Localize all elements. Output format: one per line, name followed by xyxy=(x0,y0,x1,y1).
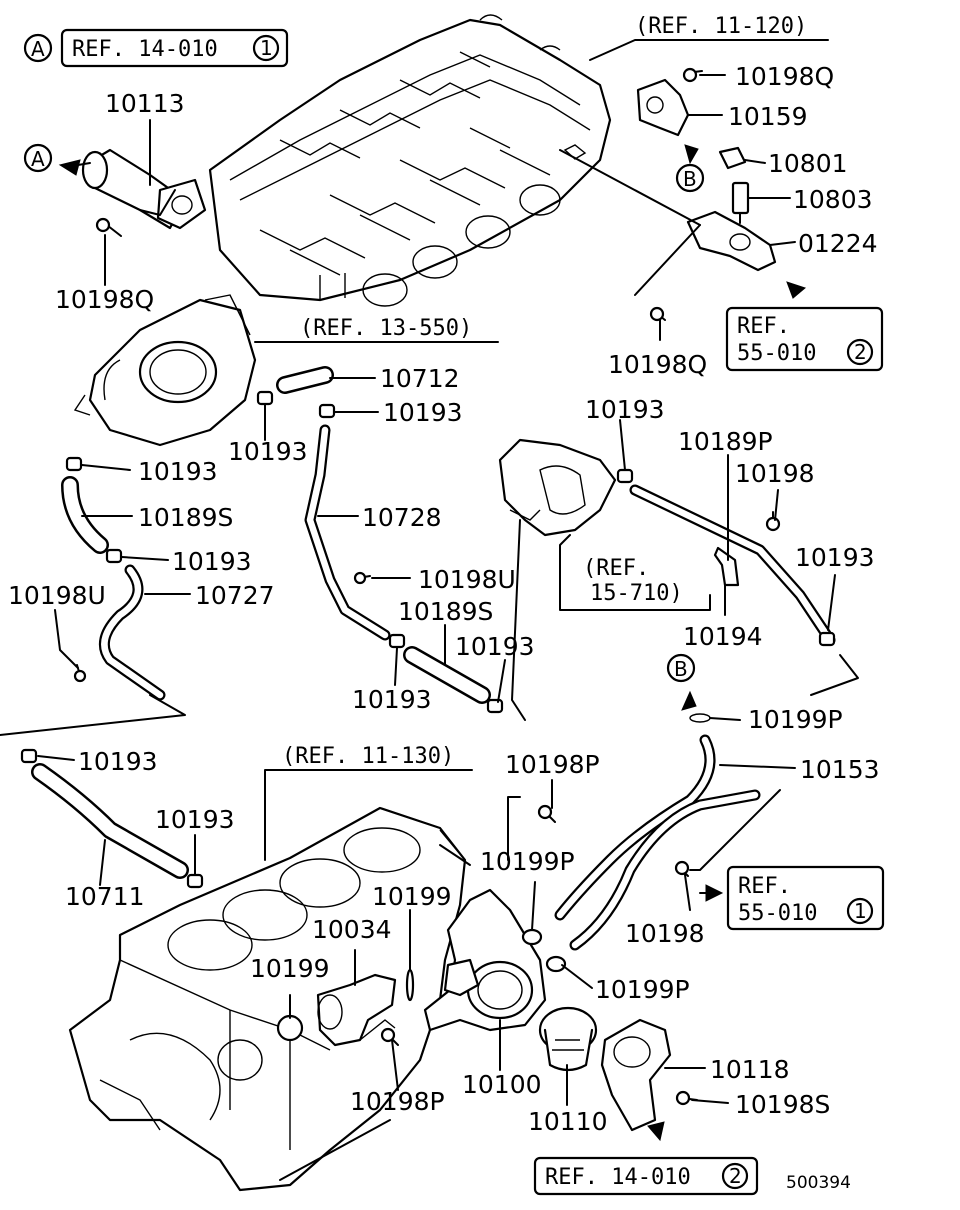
callout-10803: 10803 xyxy=(793,185,873,214)
callout-10198s: 10198S xyxy=(735,1090,830,1119)
callout-10198-bottom: 10198 xyxy=(625,919,705,948)
callout-10199-a: 10199 xyxy=(372,882,452,911)
ref-55-010-1-line1: REF. xyxy=(738,874,791,899)
callout-10193-i: 10193 xyxy=(78,747,158,776)
callout-10198p-bottom: 10198P xyxy=(350,1087,445,1116)
callout-10198q-left: 10198Q xyxy=(55,285,154,314)
callout-10198u-left: 10198U xyxy=(8,581,106,610)
callout-10199p-mid: 10199P xyxy=(480,847,575,876)
ref-14-010-top: REF. 14-010 xyxy=(72,37,218,62)
svg-text:1: 1 xyxy=(260,36,273,60)
callout-10194: 10194 xyxy=(683,622,763,651)
callout-10159: 10159 xyxy=(728,102,808,131)
ref-55-010-1-line2: 55-010 xyxy=(738,901,817,926)
marker-a-top: A xyxy=(23,33,53,63)
callout-01224: 01224 xyxy=(798,229,878,258)
water-outlet-10159 xyxy=(636,78,690,137)
bolts xyxy=(73,67,781,1106)
callout-10193-c: 10193 xyxy=(138,457,218,486)
flow-arrows xyxy=(58,144,807,1142)
cylinder-block xyxy=(68,806,467,1192)
callout-labels: 10113 10198Q 10198Q 10198Q 10159 10801 1… xyxy=(8,62,880,1136)
svg-text:A: A xyxy=(31,147,45,171)
hoses xyxy=(31,366,836,951)
callout-10198-top: 10198 xyxy=(735,459,815,488)
callout-10193-g: 10193 xyxy=(585,395,665,424)
water-outlet-fitting xyxy=(81,148,207,230)
callout-10193-h: 10193 xyxy=(795,543,875,572)
callout-10801: 10801 xyxy=(768,149,848,178)
marker-b-top: B xyxy=(675,163,705,193)
water-inlet-pipe xyxy=(316,973,397,1047)
water-outlet-housing xyxy=(498,438,617,537)
thermostat xyxy=(538,1006,598,1072)
svg-text:1: 1 xyxy=(854,899,867,923)
callout-10110: 10110 xyxy=(528,1107,608,1136)
leader-lines xyxy=(0,39,859,1181)
callout-10198q-right: 10198Q xyxy=(608,350,707,379)
water-inlet-fitting xyxy=(600,1018,672,1132)
callout-10193-j: 10193 xyxy=(155,805,235,834)
ref-55-010-2-line1: REF. xyxy=(737,314,790,339)
callout-10199-b: 10199 xyxy=(250,954,330,983)
cylinder-head xyxy=(208,14,612,307)
marker-b-bottom: B xyxy=(666,653,696,683)
diagram-id: 500394 xyxy=(786,1173,851,1193)
svg-text:B: B xyxy=(674,657,688,681)
callout-10198q-top: 10198Q xyxy=(735,62,834,91)
callout-10199p-top: 10199P xyxy=(748,705,843,734)
svg-text:B: B xyxy=(683,167,697,191)
ref-14-010-bottom: REF. 14-010 xyxy=(545,1165,691,1190)
callout-10727: 10727 xyxy=(195,581,275,610)
reference-labels: A REF. 14-010 1 A (REF. 11-120) B REF. 5… xyxy=(23,14,885,1196)
callout-10189s-center: 10189S xyxy=(398,597,493,626)
callout-10198u-center: 10198U xyxy=(418,565,516,594)
callout-10193-f: 10193 xyxy=(352,685,432,714)
marker-a-left: A xyxy=(23,143,53,173)
callout-10193-e: 10193 xyxy=(455,632,535,661)
throttle-body xyxy=(73,294,257,447)
sensors xyxy=(718,146,750,224)
callout-10193-b: 10193 xyxy=(228,437,308,466)
ref-15-710-line1: (REF. xyxy=(583,556,649,581)
callout-10199p-bottom: 10199P xyxy=(595,975,690,1004)
callout-10193-d: 10193 xyxy=(172,547,252,576)
ref-11-120: (REF. 11-120) xyxy=(635,14,807,39)
callout-10198p-top: 10198P xyxy=(505,750,600,779)
callout-10193-a: 10193 xyxy=(383,398,463,427)
bracket-10194 xyxy=(713,546,740,587)
ref-13-550: (REF. 13-550) xyxy=(300,316,472,341)
callout-10118: 10118 xyxy=(710,1055,790,1084)
svg-text:2: 2 xyxy=(729,1164,742,1188)
callout-10034: 10034 xyxy=(312,915,392,944)
ref-11-130: (REF. 11-130) xyxy=(282,744,454,769)
callout-10712: 10712 xyxy=(380,364,460,393)
callout-10153: 10153 xyxy=(800,755,880,784)
water-pipe-fitting xyxy=(686,210,777,272)
callout-10728: 10728 xyxy=(362,503,442,532)
ref-55-010-2-line2: 55-010 xyxy=(737,341,816,366)
callout-10711: 10711 xyxy=(65,882,145,911)
svg-text:2: 2 xyxy=(854,340,867,364)
callout-10100: 10100 xyxy=(462,1070,542,1099)
callout-10189s-left: 10189S xyxy=(138,503,233,532)
callout-10189p: 10189P xyxy=(678,427,773,456)
callout-10113: 10113 xyxy=(105,89,185,118)
ref-15-710-line2: 15-710) xyxy=(590,581,683,606)
svg-text:A: A xyxy=(31,37,45,61)
water-pump-case xyxy=(423,888,547,1032)
